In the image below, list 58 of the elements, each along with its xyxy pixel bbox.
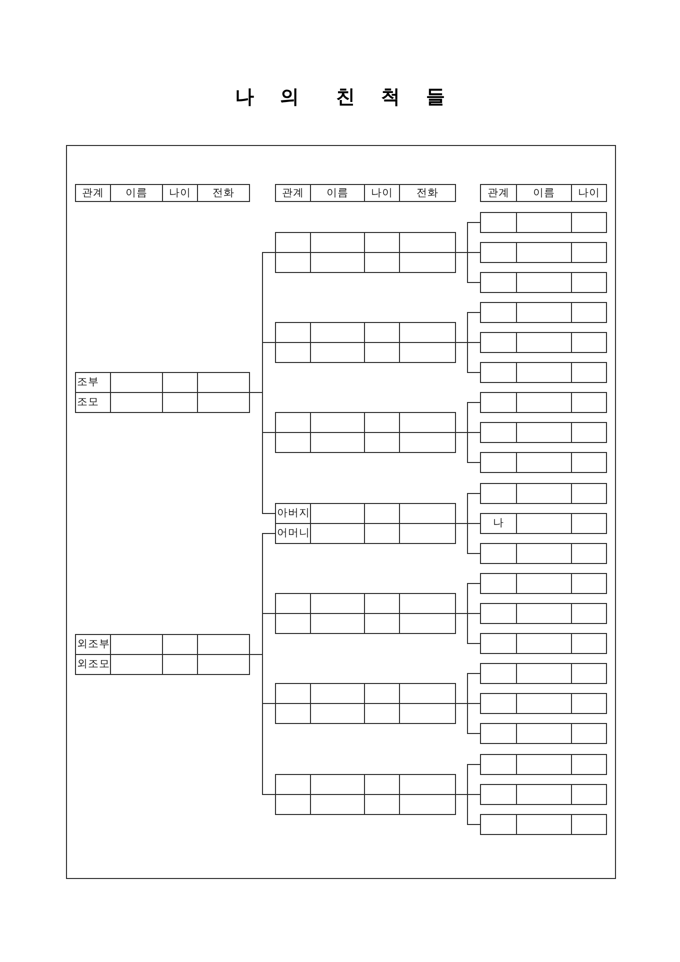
relation-table [480, 242, 607, 263]
column-header: 관계 [76, 185, 111, 201]
relation-cell: 조모 [76, 393, 111, 412]
title: 나의 친척들 [234, 86, 471, 108]
relation-table [275, 232, 456, 273]
relation-table [480, 723, 607, 744]
relation-table [275, 593, 456, 634]
relation-table [480, 513, 607, 534]
column-header: 전화 [416, 186, 440, 201]
column-header: 이름 [517, 185, 572, 201]
connector-line [250, 654, 276, 795]
relation-table [275, 683, 456, 724]
connector-line [456, 342, 480, 373]
relation-cell: 외조부 [76, 635, 111, 655]
relation-table [480, 302, 607, 323]
relation-table [275, 412, 456, 453]
connector-line [456, 432, 480, 463]
relation-table [480, 272, 607, 293]
relation-cell: 조부 [76, 373, 111, 393]
connector-line [456, 523, 480, 554]
relation-table [480, 452, 607, 473]
relation-table [480, 362, 607, 383]
relation-table [480, 663, 607, 684]
relation-cell: 어머니 [276, 524, 311, 543]
column-header: 관계 [276, 185, 311, 201]
relation-table [275, 503, 456, 544]
relation-table [480, 212, 607, 233]
column-header: 전화 [212, 186, 236, 201]
column-header: 나이 [365, 185, 400, 201]
column-header: 이름 [111, 185, 163, 201]
relation-table [480, 543, 607, 564]
relation-table [275, 774, 456, 815]
relation-table [480, 483, 607, 504]
relation-table [275, 322, 456, 363]
connector-line [456, 794, 480, 825]
column-header: 이름 [311, 185, 365, 201]
connector-line [456, 613, 480, 644]
relation-cell: 나 [481, 514, 517, 533]
column-header: 나이 [163, 185, 198, 201]
connector-line [250, 392, 276, 514]
relation-table [75, 634, 250, 675]
connector-line [456, 703, 480, 734]
relation-table [480, 754, 607, 775]
relation-table [480, 693, 607, 714]
relation-cell: 외조모 [76, 655, 111, 674]
column-header: 관계 [481, 185, 517, 201]
relation-table [480, 814, 607, 835]
relation-table [480, 633, 607, 654]
relation-table [480, 332, 607, 353]
relation-table [480, 784, 607, 805]
column-header: 나이 [577, 186, 601, 201]
relation-table [480, 573, 607, 594]
relation-table [480, 392, 607, 413]
relation-table [75, 372, 250, 413]
relation-table [480, 603, 607, 624]
relation-cell: 아버지 [276, 504, 311, 524]
connector-line [456, 252, 480, 283]
relation-table [480, 422, 607, 443]
